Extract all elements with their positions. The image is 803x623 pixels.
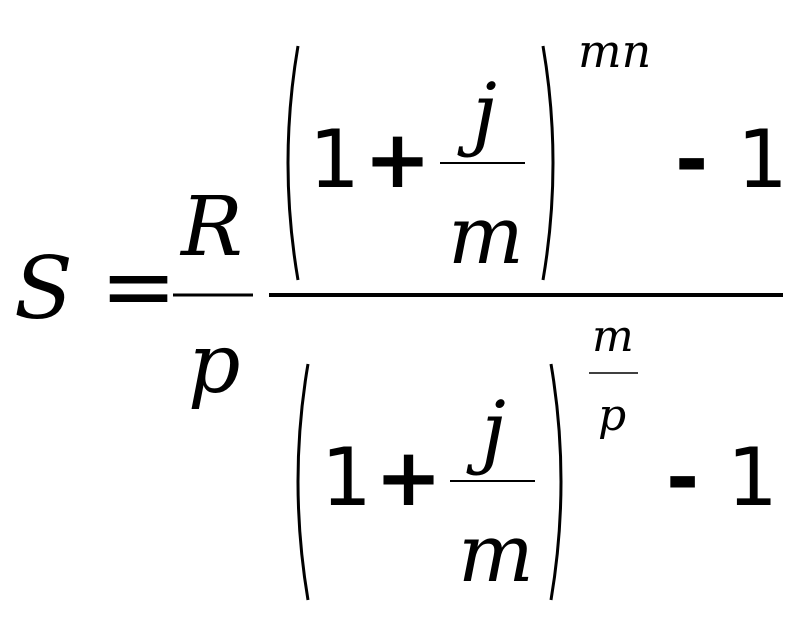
denominator-plus: +: [375, 431, 442, 524]
numerator-minus-one: 1: [737, 113, 788, 206]
denominator-minus: -: [666, 431, 699, 524]
denominator-frac-top-j: j: [466, 384, 506, 477]
numerator-exponent-mn: mn: [578, 24, 651, 78]
numerator-one: 1: [309, 113, 360, 206]
denominator-frac-bottom-m: m: [458, 507, 534, 600]
denominator-exponent-bottom-p: p: [598, 390, 626, 441]
denominator-minus-one: 1: [727, 431, 778, 524]
numerator-left-paren: [286, 45, 300, 281]
factor-numerator-r: R: [179, 180, 243, 275]
equals-sign: =: [100, 233, 177, 340]
numerator-plus: +: [364, 113, 431, 206]
denominator-one: 1: [321, 431, 372, 524]
numerator-frac-top-j: j: [457, 66, 497, 159]
denominator-left-paren: [296, 363, 310, 601]
denominator-right-paren: [549, 363, 563, 601]
lhs-variable-s: S: [14, 239, 73, 339]
numerator-minus: -: [675, 113, 708, 206]
numerator-right-paren: [541, 45, 555, 281]
factor-denominator-p: p: [188, 317, 241, 412]
denominator-exponent-top-m: m: [592, 311, 634, 362]
numerator-frac-bottom-m: m: [448, 189, 524, 282]
